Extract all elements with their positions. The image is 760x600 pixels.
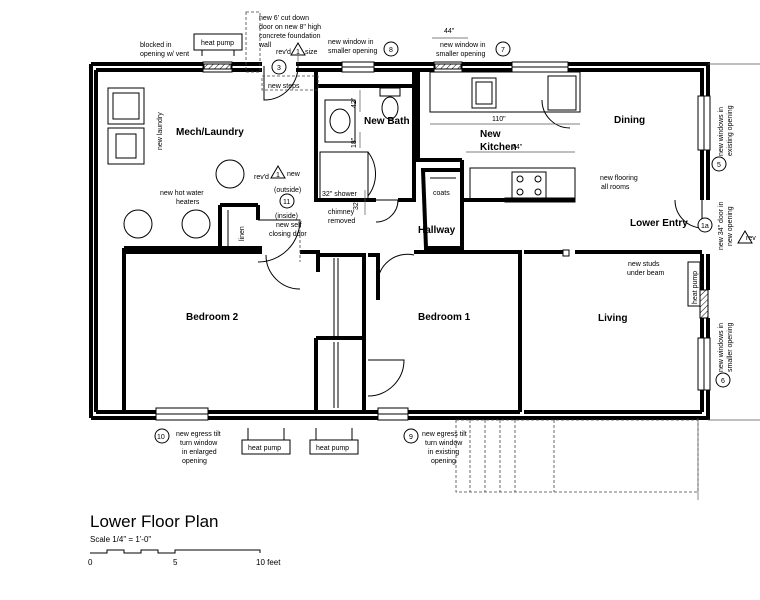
room-lower-entry: Lower Entry [630,218,688,229]
note-window-7-2: smaller opening [436,51,486,58]
note-inside-1: (inside) [275,213,298,220]
plan-title: Lower Floor Plan [90,512,219,531]
heat-pump-label-bottom-2: heat pump [316,445,349,452]
dim-18: 18" [351,137,358,148]
heat-pumps [193,33,359,455]
room-bedroom-1: Bedroom 1 [418,312,471,323]
note-new: new [287,171,301,178]
title-block: Lower Floor Plan Scale 1/4" = 1'-0" 0 5 … [88,512,281,567]
doors [257,65,703,397]
note-cut-door-1: new 6' cut down [259,15,309,22]
callout-markers [154,41,753,444]
note-window-7-1: new window in [440,42,486,49]
note-revd-size: rev'd [276,49,291,56]
tag-11: 11 [283,199,290,206]
note-egress-10-2: turn window [180,440,218,447]
note-windows-existing-1: new windows in [718,107,725,156]
deck-outline [245,11,760,500]
note-new-laundry: new laundry [157,112,164,150]
tag-triangle-1b: 1 [276,172,280,179]
heat-pump-label-bottom-1: heat pump [248,445,281,452]
note-door-34-1: new 34" door in [718,201,725,250]
annotations: new 6' cut down door on new 8" high conc… [140,15,756,465]
note-rev: rev [746,235,756,242]
room-kitchen-line1: New [480,129,501,140]
dim-110: 110" [492,116,506,123]
tag-1a: 1a [701,223,709,230]
fixtures [107,71,701,408]
note-egress-10-4: opening [182,458,207,465]
room-kitchen-line2: Kitchen [480,142,517,153]
note-hot-water-1: new hot water [160,190,204,197]
note-windows-smaller-1: new windows in [718,323,725,372]
tag-6: 6 [721,378,725,385]
note-egress-10-1: new egress tilt [176,431,221,438]
note-flooring-1: new flooring [600,175,638,182]
heat-pump-label-top: heat pump [201,40,234,47]
interior-walls [122,70,702,412]
note-egress-9-3: in existing [428,449,459,456]
note-cut-door-3: concrete foundation [259,33,321,40]
plan-scale: Scale 1/4" = 1'-0" [90,535,151,544]
note-cut-door-4: wall [258,42,272,49]
tag-5: 5 [717,162,721,169]
note-studs-1: new studs [628,261,660,268]
dimension-lines [359,37,580,215]
exterior-walls [89,62,710,420]
note-egress-9-1: new egress tilt [422,431,467,438]
tag-8: 8 [389,47,393,54]
note-window-8-2: smaller opening [328,48,378,55]
note-shower: 32" shower [322,191,357,198]
note-size: size [305,49,318,56]
note-flooring-2: all rooms [601,184,630,191]
note-window-8-1: new window in [328,39,374,46]
room-coats: coats [433,190,450,197]
note-outside: (outside) [274,187,301,194]
note-new-steps: new steps [268,83,300,90]
note-hot-water-2: heaters [176,199,200,206]
dim-32: 32" [353,199,360,210]
scale-tick-0: 0 [88,558,93,567]
note-inside-3: closing door [269,231,307,238]
room-hallway: Hallway [418,225,456,236]
note-windows-existing-2: existing opening [727,105,734,156]
dim-74: 74" [512,144,523,151]
note-blocked-2: opening w/ vent [140,51,189,58]
dim-44: 44" [444,28,455,35]
heat-pump-label-entry: heat pump [692,271,699,304]
tag-9: 9 [409,434,413,441]
room-mech-laundry: Mech/Laundry [176,127,244,138]
room-linen: linen [239,226,246,241]
scale-tick-10: 10 feet [256,558,281,567]
note-revd-new-a: rev'd [254,174,269,181]
note-cut-door-2: door on new 8" high [259,24,321,31]
callout-tags: 3 8 7 5 1a 6 11 10 9 1 1 [157,47,725,441]
note-chimney-1: chimney [328,209,355,216]
room-new-bath: New Bath [364,116,410,127]
tag-3: 3 [277,65,281,72]
note-egress-9-4: opening [431,458,456,465]
scale-tick-5: 5 [173,558,178,567]
tag-triangle-1: 1 [296,49,300,56]
note-studs-2: under beam [627,270,665,277]
tag-7: 7 [501,47,505,54]
windows [155,61,711,421]
note-door-34-2: new opening [727,206,734,246]
room-dining: Dining [614,115,645,126]
room-living: Living [598,313,627,324]
note-chimney-2: removed [328,218,355,225]
note-windows-smaller-2: smaller opening [727,322,734,372]
tag-10: 10 [157,434,165,441]
note-egress-9-2: turn window [425,440,463,447]
note-inside-2: new self [276,222,302,229]
scale-bar [90,549,261,554]
note-egress-10-3: in enlarged [182,449,217,456]
room-bedroom-2: Bedroom 2 [186,312,239,323]
dim-42: 42" [351,97,358,108]
room-labels: Mech/Laundry New Bath New Kitchen Dining… [176,115,688,324]
note-blocked-1: blocked in [140,42,172,49]
